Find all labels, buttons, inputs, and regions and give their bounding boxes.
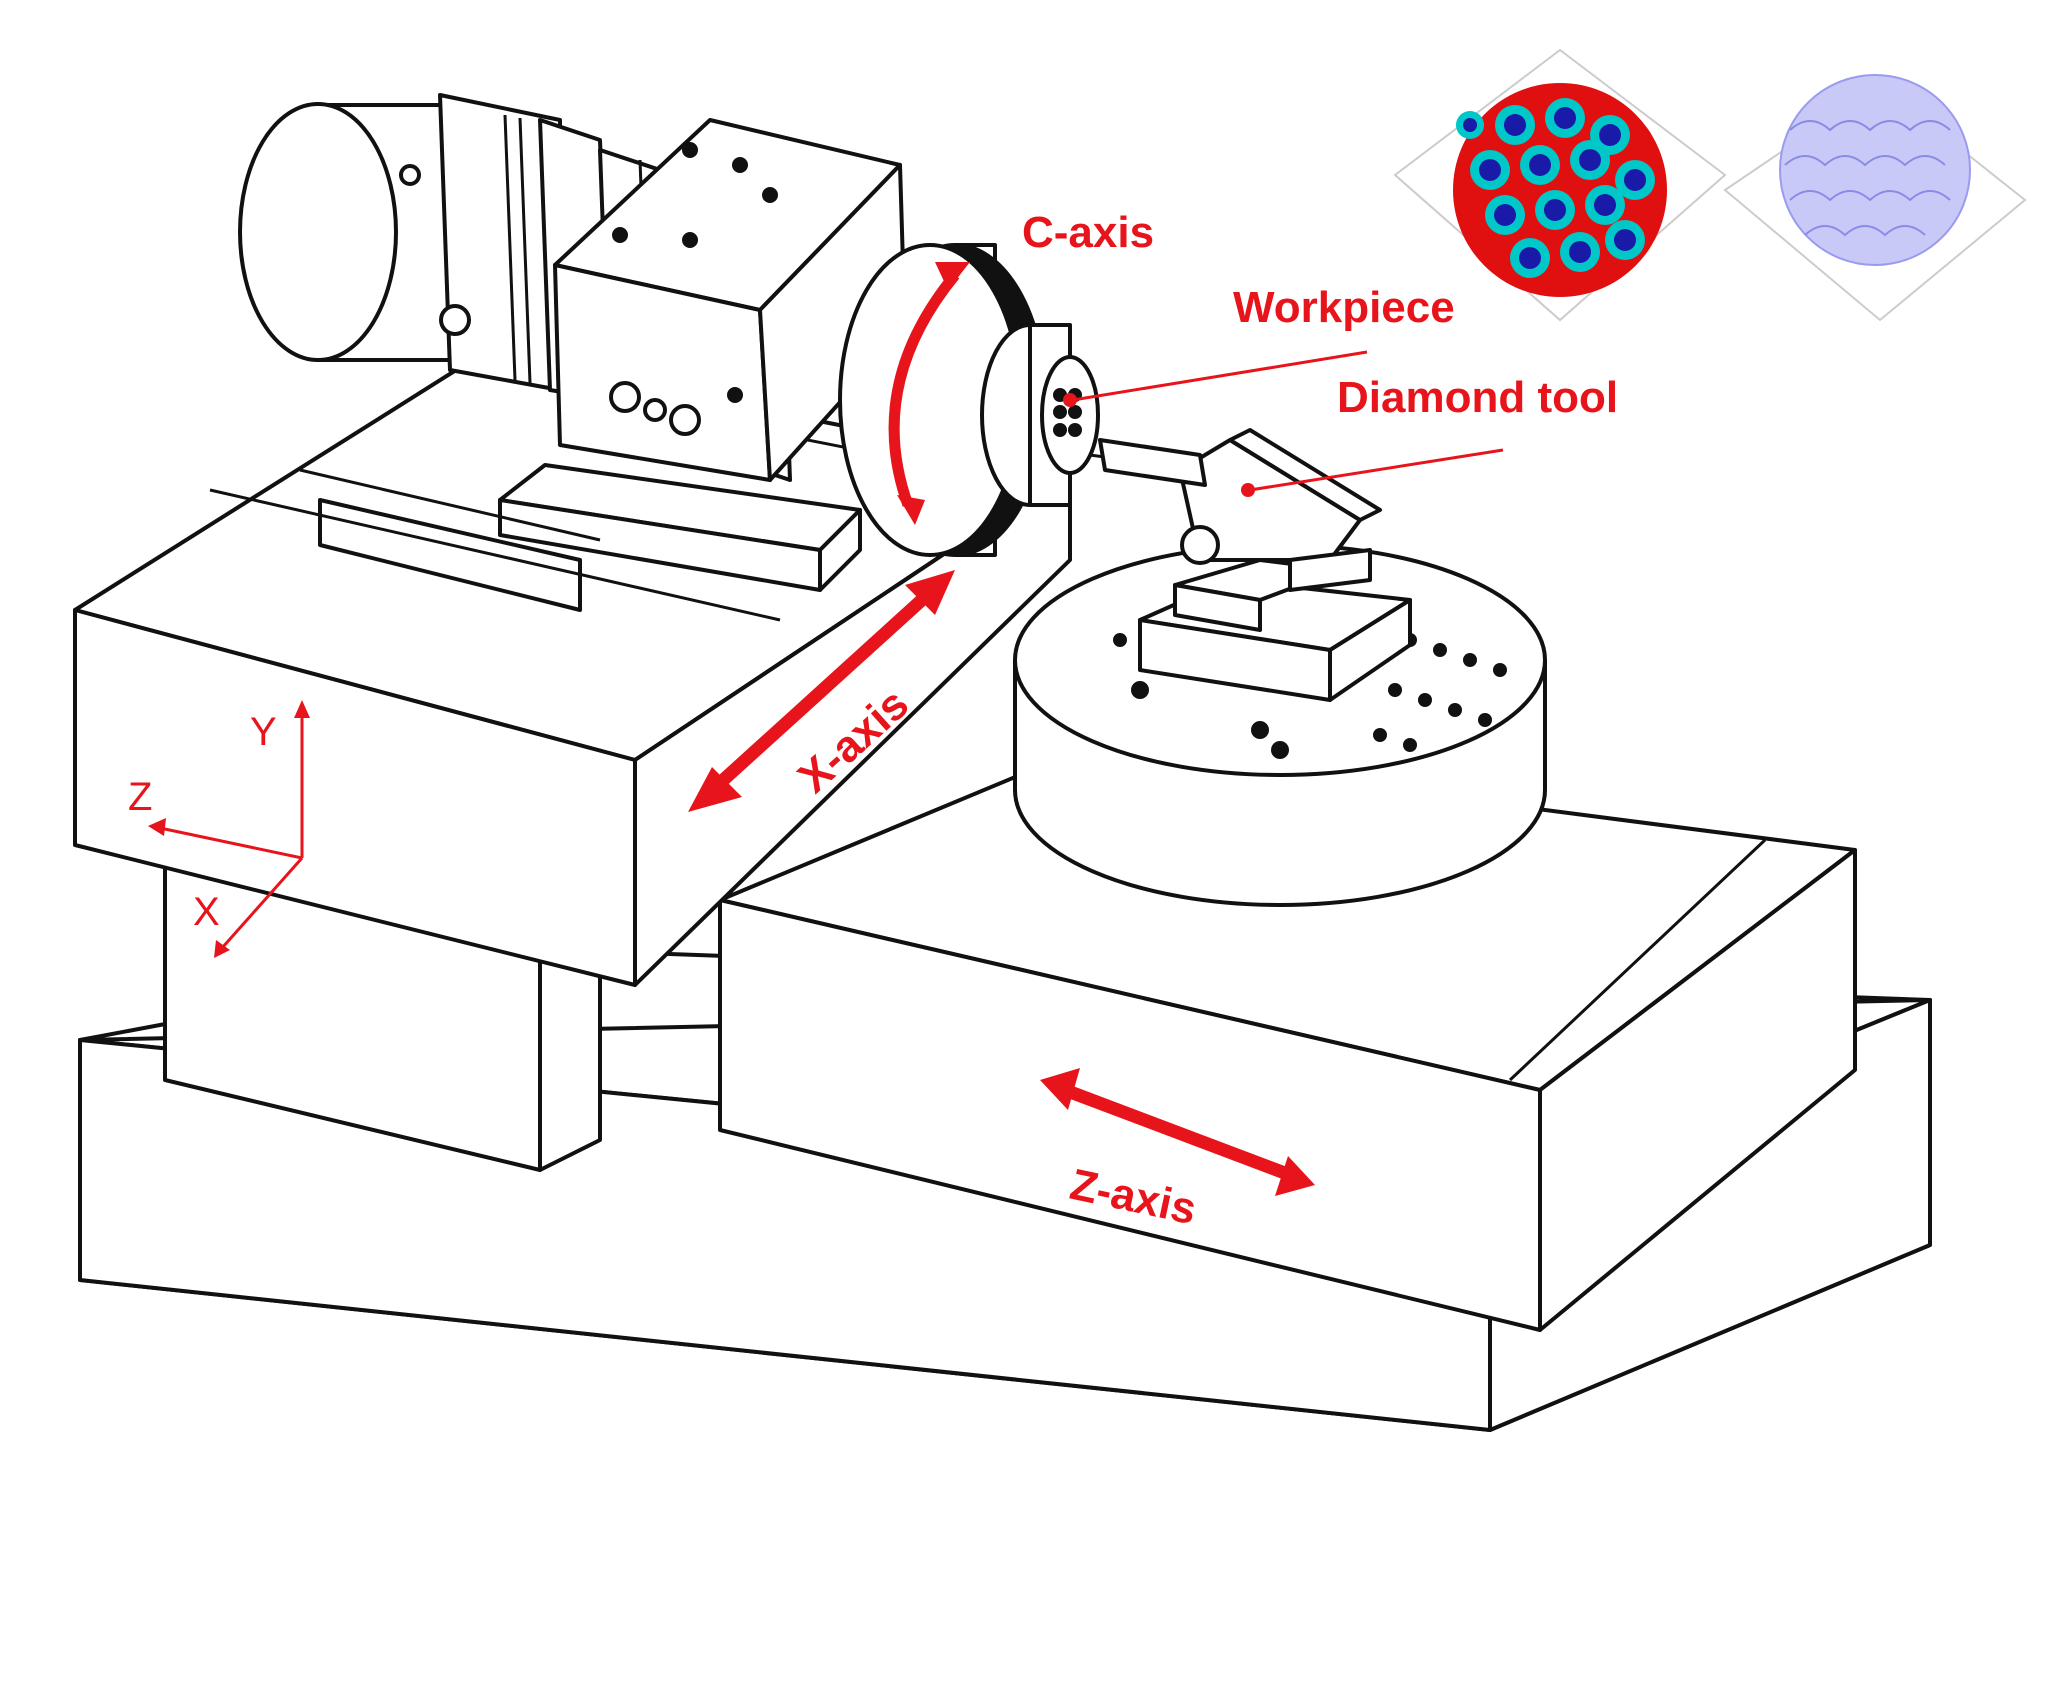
x-axis-arrow xyxy=(688,570,955,812)
height-map-dimples xyxy=(1456,98,1655,278)
rotary-table xyxy=(1013,428,1547,907)
workpiece-leader xyxy=(1072,350,1368,402)
workpiece-label: Workpiece xyxy=(1233,283,1455,332)
surface-height-map-inset xyxy=(1393,48,1727,322)
tool-post xyxy=(1138,428,1412,702)
c-axis-chuck xyxy=(838,243,1207,557)
diamond-tool-label: Diamond tool xyxy=(1337,373,1618,422)
workpiece-leader-dot xyxy=(1063,393,1077,407)
housing-port xyxy=(609,381,701,436)
workpiece-face xyxy=(1053,388,1082,437)
diamond-tool-leader xyxy=(1249,448,1504,492)
coordinate-frame xyxy=(148,700,310,958)
spindle-housing xyxy=(238,93,907,612)
z-axis-arrow xyxy=(1040,1068,1315,1196)
surface-mesh-inset xyxy=(1723,74,2027,322)
frame-y-label: Y xyxy=(250,710,277,754)
c-axis-label: C-axis xyxy=(1022,208,1154,257)
c-axis-arrow xyxy=(888,262,970,525)
frame-x-label: X xyxy=(193,890,220,934)
mesh-bumps xyxy=(1784,120,1951,237)
housing-bolts xyxy=(612,142,778,403)
frame-z-label: Z xyxy=(128,775,152,819)
diamond-tool-leader-dot xyxy=(1241,483,1255,497)
